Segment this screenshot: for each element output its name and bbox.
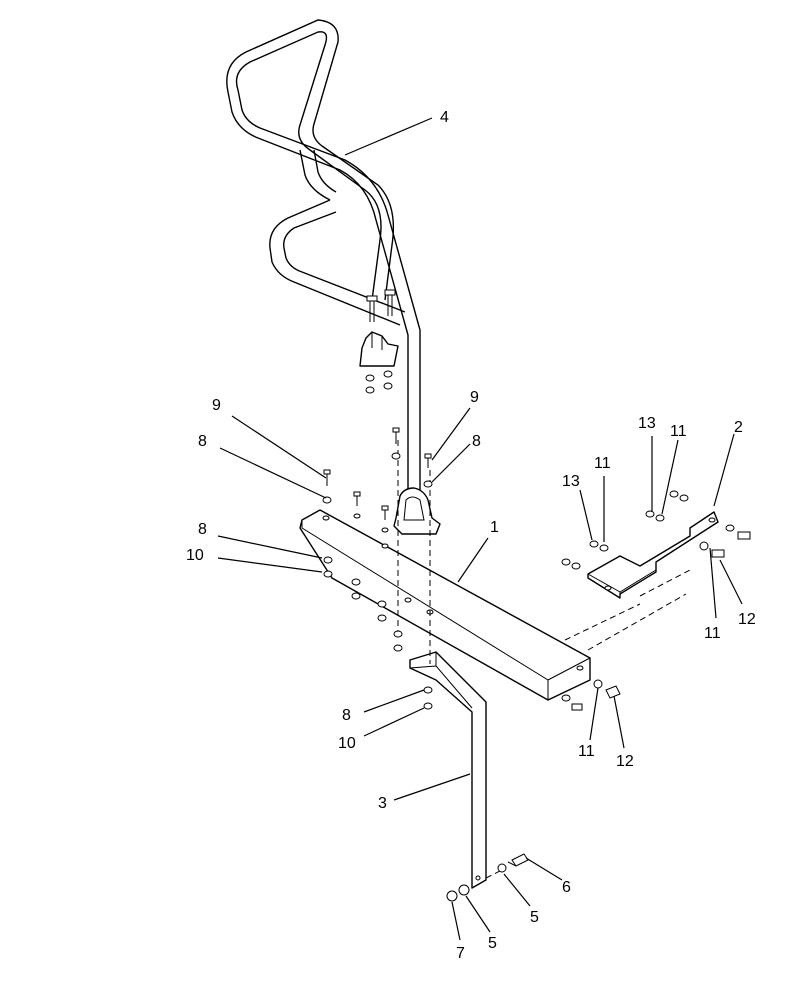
callout-5-right: 5 <box>530 909 539 926</box>
callout-8-upper-right: 8 <box>472 433 481 450</box>
callout-11-bracket-left: 11 <box>594 455 611 472</box>
callout-1: 1 <box>490 519 499 536</box>
callout-8-upper-left: 8 <box>198 433 207 450</box>
hardware-items <box>322 427 751 902</box>
callout-11-bar-end: 11 <box>578 743 595 760</box>
callout-9-left: 9 <box>212 397 221 414</box>
callout-8-mid-left: 8 <box>198 521 207 538</box>
callout-6: 6 <box>562 879 571 896</box>
callout-2: 2 <box>734 419 743 436</box>
main-bar-part <box>299 509 591 701</box>
vertical-bracket-part <box>409 651 487 889</box>
callout-11-bracket-bottom: 11 <box>704 625 721 642</box>
callout-3: 3 <box>378 795 387 812</box>
callout-8-lower: 8 <box>342 707 351 724</box>
callout-10-lower: 10 <box>338 735 356 752</box>
callout-10-left: 10 <box>186 547 204 564</box>
callout-labels: 1 2 3 4 5 5 6 7 8 8 8 8 9 9 10 10 11 11 … <box>186 109 756 962</box>
callout-13-right: 13 <box>638 415 656 432</box>
callout-7: 7 <box>456 945 465 962</box>
callout-4: 4 <box>440 109 449 126</box>
grab-handle-part <box>226 19 441 535</box>
alignment-lines <box>397 440 691 879</box>
leader-lines <box>217 117 743 941</box>
offset-bracket-part <box>587 511 719 599</box>
callout-9-right: 9 <box>470 389 479 406</box>
callout-5-left: 5 <box>488 935 497 952</box>
callout-11-bracket-right: 11 <box>670 423 687 440</box>
callout-13-left: 13 <box>562 473 580 490</box>
callout-12-bracket: 12 <box>738 611 756 628</box>
callout-12-bar-end: 12 <box>616 753 634 770</box>
